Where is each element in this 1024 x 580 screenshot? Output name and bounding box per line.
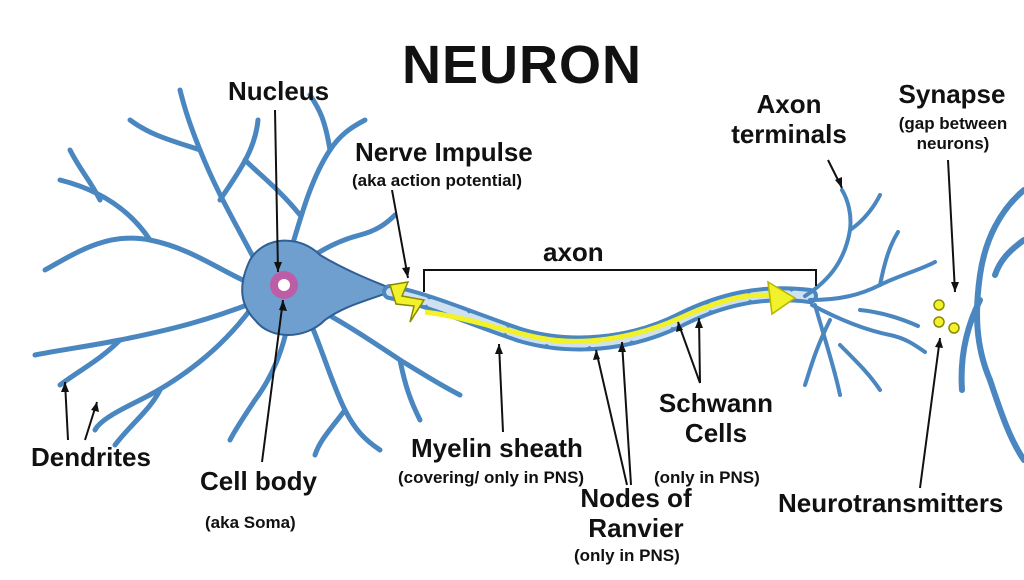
label-nodes-sub: (only in PNS) [574, 546, 680, 565]
label-nerve-impulse: Nerve Impulse [355, 137, 533, 167]
nucleus-inner [278, 279, 290, 291]
label-cell-body: Cell body [200, 466, 318, 496]
label-axon-terminals: Axon terminals [724, 89, 854, 150]
label-synapse-sub: (gap between neurons) [886, 114, 1020, 155]
lightning-icon [389, 281, 426, 323]
label-synapse-sub-line1: (gap between [898, 114, 1008, 133]
label-synapse: Synapse [898, 79, 1006, 109]
dendrites-branches [32, 87, 463, 458]
label-nodes-of-ranvier: Nodes of Ranvier [566, 483, 706, 544]
label-axon: axon [543, 237, 604, 267]
axon-bracket [423, 269, 817, 292]
label-schwann-sub: (only in PNS) [654, 468, 760, 487]
nerve-impulse-line [424, 292, 776, 344]
soma-shape [241, 239, 396, 336]
label-cell-body-sub: (aka Soma) [205, 513, 296, 532]
label-nucleus: Nucleus [228, 76, 330, 106]
axon-terminals-branches [803, 188, 937, 397]
label-neurotransmitters: Neurotransmitters [778, 488, 1004, 518]
pointer-arrowheads [61, 177, 959, 412]
impulse-arrowhead [767, 280, 797, 316]
label-axon-terminals-line1: Axon [756, 89, 822, 119]
label-synapse-sub-line2: neurons) [916, 134, 990, 154]
label-schwann-cells: Schwann Cells [646, 388, 786, 449]
label-axon-terminals-line2: terminals [731, 118, 847, 149]
label-myelin-sheath-sub: (covering/ only in PNS) [398, 468, 585, 487]
label-schwann-line2: Cells [684, 417, 748, 448]
label-dendrites: Dendrites [31, 442, 151, 472]
page-title: NEURON [402, 35, 643, 95]
label-nodes-line2: Ranvier [588, 512, 684, 543]
neurotransmitter-dot [948, 322, 960, 334]
label-myelin-sheath: Myelin sheath [411, 433, 583, 463]
label-nodes-line1: Nodes of [580, 483, 692, 513]
neurotransmitter-dot [933, 299, 945, 311]
label-nerve-impulse-sub: (aka action potential) [352, 171, 523, 190]
neurotransmitter-dot [933, 316, 945, 328]
adjacent-neuron [958, 187, 1024, 463]
label-schwann-line1: Schwann [658, 388, 774, 418]
